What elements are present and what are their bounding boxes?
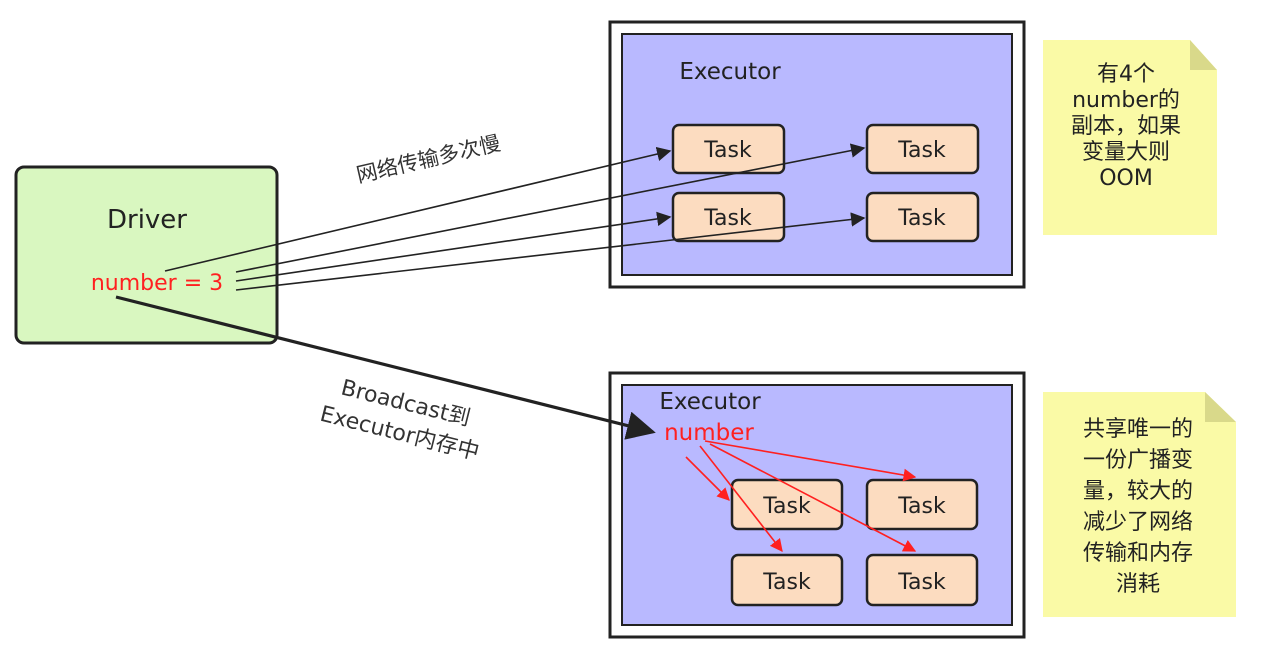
task-label: Task <box>762 494 811 519</box>
note-top <box>1043 40 1217 235</box>
note-line: 副本，如果 <box>1070 114 1181 139</box>
note-line: 减少了网络 <box>1082 510 1193 535</box>
note-line: OOM <box>1099 166 1153 191</box>
note-line: 传输和内存 <box>1082 541 1193 566</box>
note-line: 量，较大的 <box>1082 479 1193 504</box>
arrow-driver-to-task-top-1 <box>164 146 672 272</box>
network-label: 网络传输多次慢 <box>354 131 503 187</box>
task-top-1[interactable]: Task <box>671 123 786 175</box>
note-line: 共享唯一的 <box>1082 417 1193 442</box>
task-bottom-3[interactable]: Task <box>730 553 844 607</box>
task-label: Task <box>703 138 752 163</box>
note-line: 有4个 <box>1097 62 1155 87</box>
red-arrow-to-task-bottom-3 <box>699 445 783 553</box>
task-label: Task <box>897 138 946 163</box>
red-arrow-to-task-bottom-4 <box>709 443 917 552</box>
task-top-2[interactable]: Task <box>865 123 980 175</box>
note-line: 一份广播变 <box>1082 448 1193 473</box>
arrow-driver-to-task-top-2 <box>235 143 866 273</box>
note-line: number的 <box>1072 88 1180 113</box>
task-label: Task <box>703 206 752 231</box>
task-bottom-4[interactable]: Task <box>865 553 979 607</box>
task-label: Task <box>897 206 946 231</box>
executor-bottom-title: Executor <box>659 389 761 415</box>
task-bottom-1[interactable]: Task <box>730 478 844 531</box>
arrow-driver-to-task-top-4 <box>235 212 866 291</box>
driver-title: Driver <box>107 205 187 235</box>
red-arrow-to-task-bottom-2 <box>704 440 917 482</box>
executor-bottom-node[interactable]: Executor number Task Task Task Task <box>608 371 1026 639</box>
task-label: Task <box>897 570 946 595</box>
broadcast-arrow <box>115 295 656 440</box>
executor-top-title: Executor <box>679 59 781 85</box>
executor-top-node[interactable]: Executor Task Task Task Task <box>608 20 1026 289</box>
task-label: Task <box>897 494 946 519</box>
note-bottom-text: 共享唯一的 一份广播变 量，较大的 减少了网络 传输和内存 消耗 <box>1048 414 1228 600</box>
note-bottom <box>1043 392 1236 617</box>
note-line: 变量大则 <box>1081 140 1170 165</box>
task-top-3[interactable]: Task <box>671 191 786 243</box>
driver-node[interactable]: Driver number = 3 <box>14 165 279 345</box>
task-bottom-2[interactable]: Task <box>865 478 979 531</box>
task-top-4[interactable]: Task <box>865 191 980 243</box>
task-label: Task <box>762 570 811 595</box>
broadcast-variable-arrows <box>685 440 917 553</box>
network-arrows <box>164 143 866 291</box>
note-top-text: 有4个 number的 副本，如果 变量大则 OOM <box>1043 62 1209 192</box>
driver-variable: number = 3 <box>91 271 223 296</box>
arrow-driver-to-task-top-3 <box>235 211 672 282</box>
red-arrow-to-task-bottom-1 <box>685 456 730 501</box>
note-line: 消耗 <box>1115 572 1160 597</box>
